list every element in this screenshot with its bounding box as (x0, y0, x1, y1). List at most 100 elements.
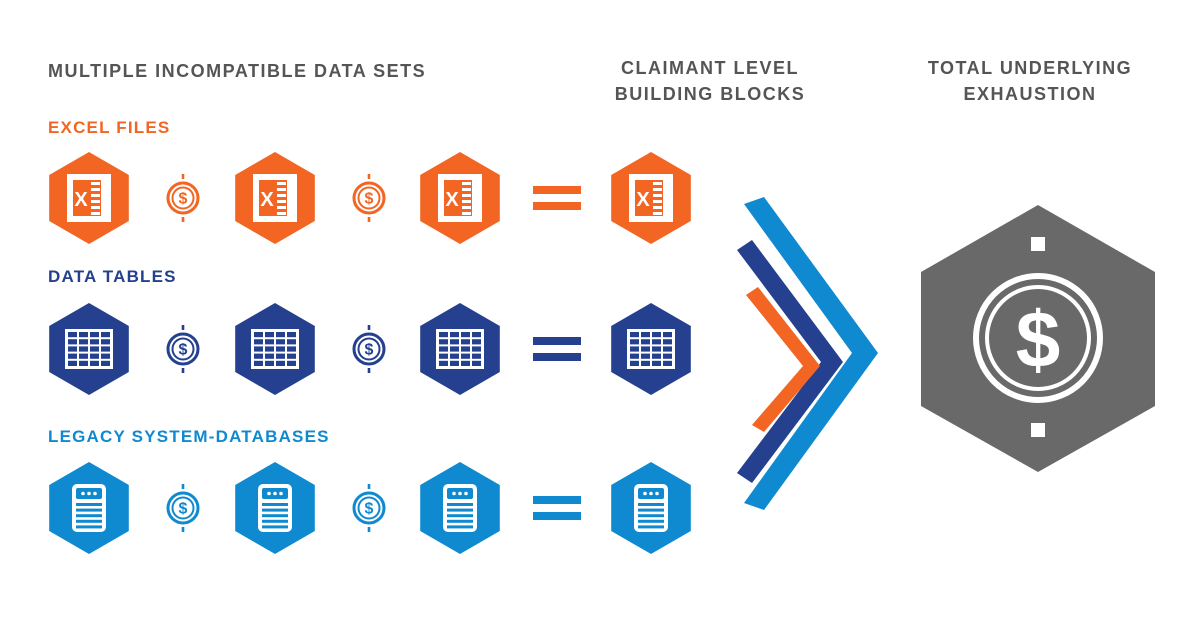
excel-cell (91, 200, 100, 203)
excel-cell (462, 212, 471, 215)
table-cell (450, 360, 459, 366)
table-cell (630, 360, 639, 366)
table-cell (450, 346, 459, 352)
server-slot (638, 508, 664, 512)
server-slot (76, 514, 102, 518)
table-cell (663, 339, 672, 345)
coin-tick-top (367, 325, 371, 330)
dollar-coin-icon: $ (166, 174, 200, 222)
database-hexagon (49, 462, 129, 554)
excel-cell (277, 182, 286, 185)
server-slot (447, 503, 473, 506)
coin-tick-top (181, 174, 185, 179)
table-cell (472, 332, 481, 338)
coin-tick-bottom (181, 217, 185, 222)
excel-sheet-inner (635, 180, 663, 216)
header-total-line-1: TOTAL UNDERLYING (927, 58, 1133, 78)
coin-outer-ring (352, 181, 386, 215)
excel-file-hexagon: X (235, 152, 315, 244)
table-cell (254, 360, 263, 366)
table-cell (663, 346, 672, 352)
table-cell (79, 353, 88, 359)
excel-cell (277, 212, 286, 215)
excel-sheet-inner (444, 180, 472, 216)
table-cell (68, 346, 77, 352)
merge-chevrons (737, 197, 878, 510)
table-cell (68, 339, 77, 345)
table-cell (254, 353, 263, 359)
equals-bar-top (533, 496, 581, 504)
excel-cell (91, 182, 100, 185)
table-cell (461, 332, 470, 338)
table-cell (641, 360, 650, 366)
server-led (87, 491, 91, 496)
hexagon-shape (921, 205, 1155, 472)
table-cell (630, 339, 639, 345)
data-table-hexagon (49, 303, 129, 395)
table-cell (439, 360, 448, 366)
table-cell (450, 353, 459, 359)
excel-file-hexagon: X (420, 152, 500, 244)
excel-cell (653, 200, 662, 203)
chevron-orange (746, 287, 820, 432)
table-cell (461, 339, 470, 345)
dollar-coin-icon: $ (352, 325, 386, 373)
table-cell (101, 353, 110, 359)
table-cell (79, 339, 88, 345)
data-table-hexagon-result (611, 303, 691, 395)
excel-file-icon: X (67, 174, 111, 222)
table-cell (461, 353, 470, 359)
coin-outer-ring (352, 491, 386, 525)
table-cell (79, 360, 88, 366)
coin-tick-bottom (367, 217, 371, 222)
equals-bar-bottom (533, 202, 581, 210)
table-cell (265, 353, 274, 359)
chevron-navy (737, 240, 843, 483)
equals-bar-top (533, 337, 581, 345)
row-label-data-tables: DATA TABLES (48, 267, 177, 286)
excel-cell (462, 206, 471, 209)
database-hexagon (235, 462, 315, 554)
excel-sheet-inner (259, 180, 287, 216)
data-table-icon (627, 329, 675, 369)
header-total-line-2: EXHAUSTION (963, 84, 1097, 104)
coin-dollar-glyph: $ (365, 342, 374, 359)
table-cell (254, 346, 263, 352)
equals-icon (533, 496, 581, 520)
equals-bar-top (533, 186, 581, 194)
server-led (643, 491, 647, 496)
coin-dollar-glyph: $ (179, 501, 188, 518)
table-cell (287, 353, 296, 359)
table-cell (265, 346, 274, 352)
excel-file-hexagon-result: X (611, 152, 691, 244)
coin-inner-ring (171, 337, 195, 361)
excel-file-hexagon: X (49, 152, 129, 244)
table-cell (68, 360, 77, 366)
server-led (452, 491, 456, 496)
server-slot (638, 525, 664, 529)
excel-x-glyph: X (636, 189, 650, 211)
server-led (93, 491, 97, 496)
table-cell (276, 339, 285, 345)
coin-tick-bottom (367, 368, 371, 373)
server-led (649, 491, 653, 496)
excel-cell (653, 206, 662, 209)
row-label-excel-files: EXCEL FILES (48, 118, 171, 137)
server-slot (76, 525, 102, 529)
server-slot (76, 503, 102, 506)
table-cell (287, 360, 296, 366)
server-slot (638, 514, 664, 518)
excel-cell (91, 206, 100, 209)
database-server-icon (72, 484, 106, 532)
data-table-hexagon (235, 303, 315, 395)
table-cell (641, 353, 650, 359)
coin-dollar-glyph: $ (179, 191, 188, 208)
server-slot (262, 525, 288, 529)
excel-cell (462, 200, 471, 203)
server-slot (262, 508, 288, 512)
equals-bar-bottom (533, 512, 581, 520)
coin-outer-ring (166, 491, 200, 525)
header-incompatible-data-sets: MULTIPLE INCOMPATIBLE DATA SETS (48, 61, 427, 81)
table-cell (254, 339, 263, 345)
server-led (458, 491, 462, 496)
